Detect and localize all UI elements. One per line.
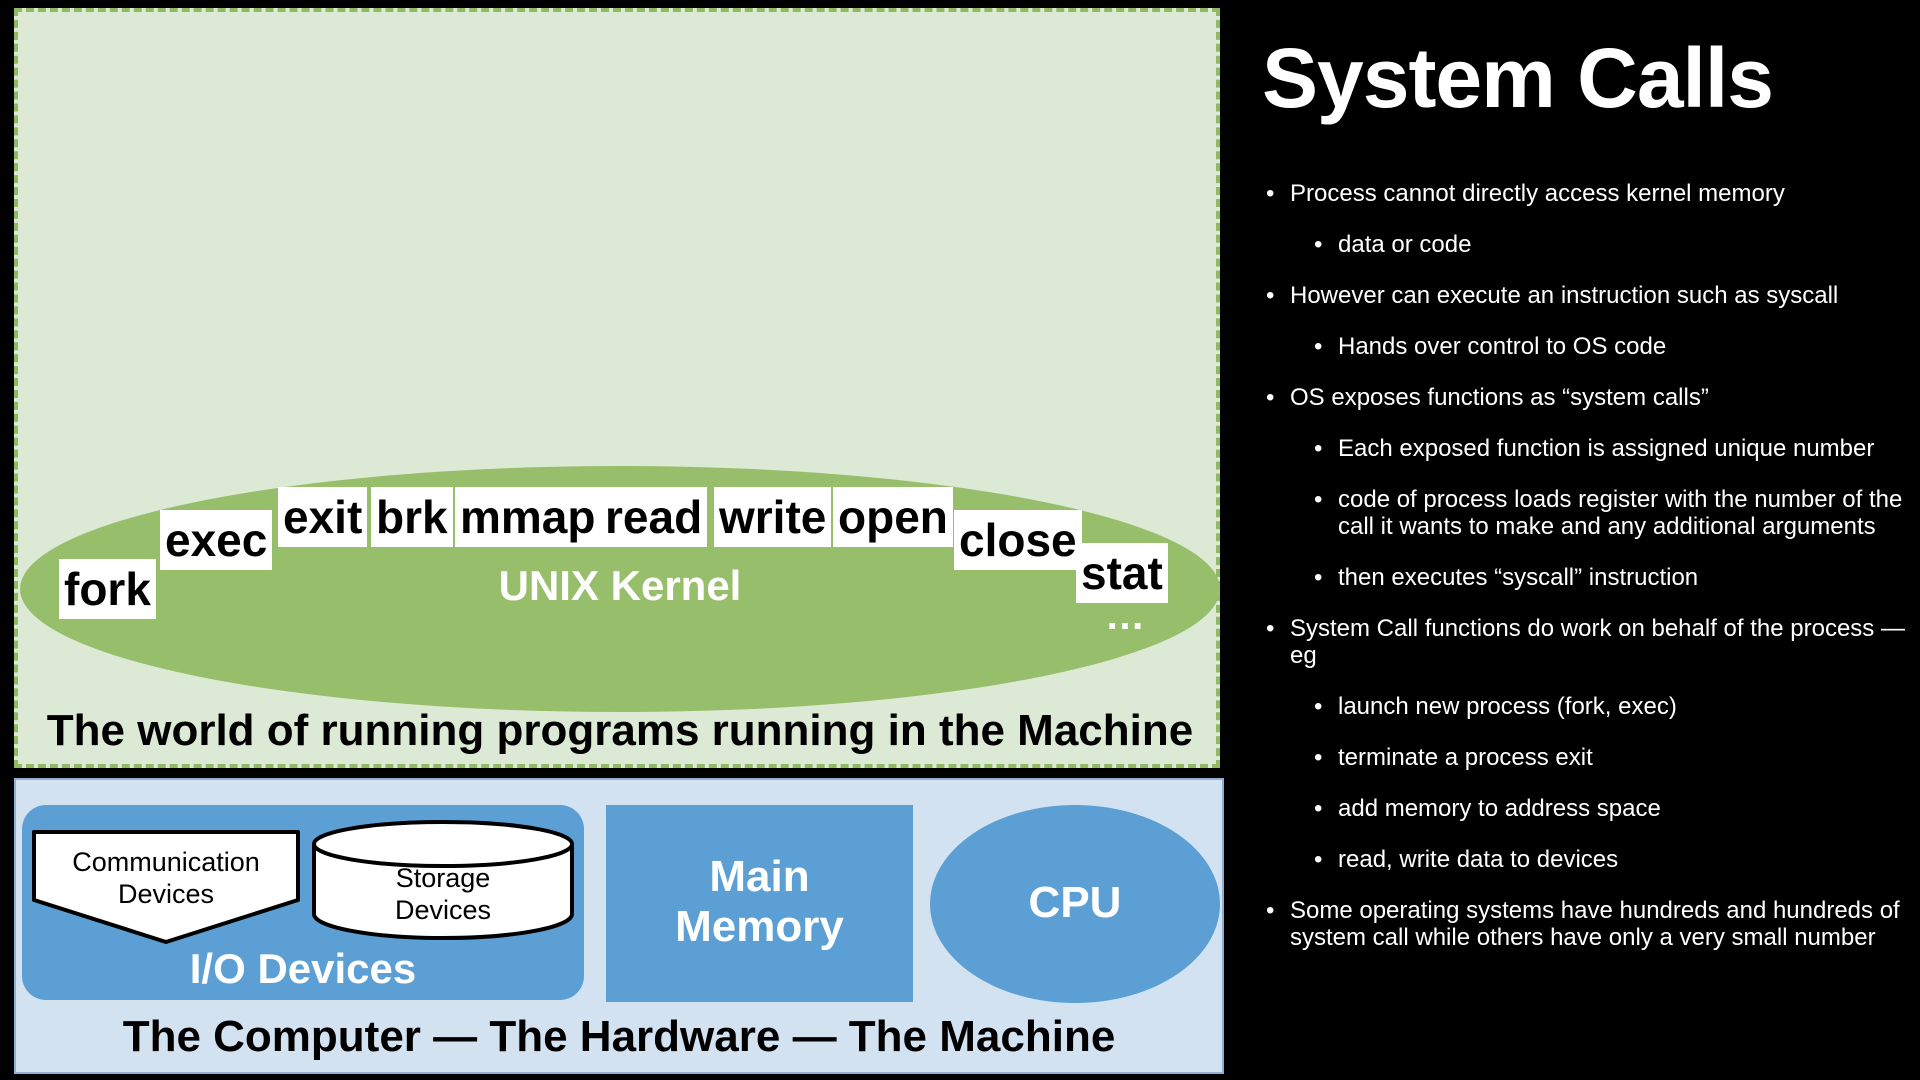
bullet-item: code of process loads register with the …	[1266, 486, 1906, 540]
storage-cylinder-shape	[312, 820, 574, 940]
syscall-exec: exec	[160, 510, 273, 570]
bullet-item: However can execute an instruction such …	[1266, 282, 1906, 309]
communication-devices-shape	[32, 830, 300, 944]
more-syscalls-ellipsis: …	[1105, 594, 1148, 638]
bullet-list: Process cannot directly access kernel me…	[1266, 180, 1906, 975]
bullet-item: data or code	[1266, 231, 1906, 258]
communication-devices-label: Communication Devices	[72, 847, 260, 909]
cpu-ellipse	[930, 805, 1220, 1003]
syscall-mmap: mmap	[455, 487, 601, 547]
bullet-item: read, write data to devices	[1266, 846, 1906, 873]
main-memory-box	[606, 805, 913, 1002]
storage-devices-label: Storage Devices	[394, 863, 492, 925]
kernel-label: UNIX Kernel	[498, 562, 742, 609]
syscall-read: read	[600, 487, 708, 547]
bullet-item: launch new process (fork, exec)	[1266, 693, 1906, 720]
syscall-brk: brk	[371, 487, 453, 547]
syscall-fork: fork	[59, 559, 156, 619]
io-devices-label: I/O Devices	[189, 945, 417, 992]
bullet-item: Process cannot directly access kernel me…	[1266, 180, 1906, 207]
hardware-caption: The Computer — The Hardware — The Machin…	[122, 1012, 1116, 1061]
bullet-item: Hands over control to OS code	[1266, 333, 1906, 360]
syscall-exit: exit	[278, 487, 368, 547]
syscall-write: write	[714, 487, 832, 547]
slide-title: System Calls	[1262, 31, 1774, 125]
world-caption: The world of running programs running in…	[46, 706, 1194, 755]
bullet-item: Each exposed function is assigned unique…	[1266, 435, 1906, 462]
cpu-label: CPU	[1028, 878, 1122, 927]
bullet-item: then executes “syscall” instruction	[1266, 564, 1906, 591]
bullet-item: add memory to address space	[1266, 795, 1906, 822]
main-memory-label: Main Memory	[675, 852, 844, 951]
syscall-stat: stat	[1076, 543, 1168, 603]
bullet-item: OS exposes functions as “system calls”	[1266, 384, 1906, 411]
syscall-open: open	[833, 487, 953, 547]
bullet-item: terminate a process exit	[1266, 744, 1906, 771]
bullet-item: System Call functions do work on behalf …	[1266, 615, 1906, 669]
bullet-item: Some operating systems have hundreds and…	[1266, 897, 1906, 951]
syscall-close: close	[954, 510, 1082, 570]
